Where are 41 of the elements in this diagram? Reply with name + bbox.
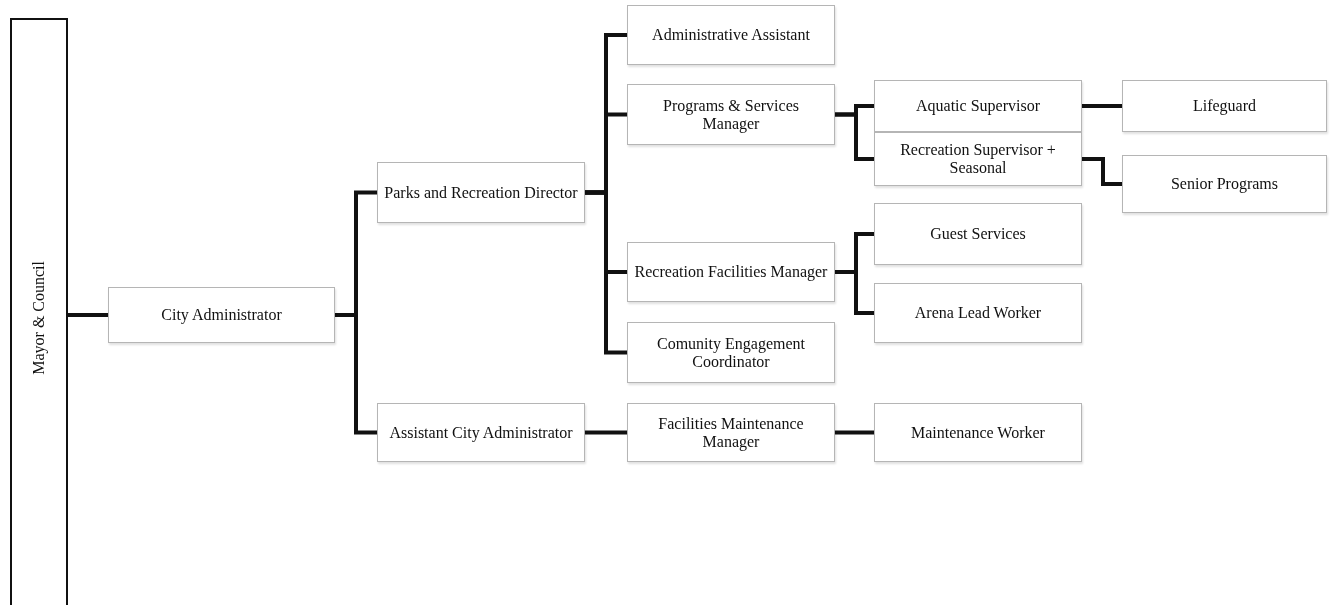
position-box	[1122, 155, 1327, 213]
connector-line	[835, 270, 874, 315]
connector-line	[1082, 157, 1122, 186]
position-box	[627, 5, 835, 65]
position-title: Recreation Facilities Manager	[634, 263, 828, 281]
position-title: Mayor & Council	[30, 261, 48, 375]
position-box	[627, 84, 835, 145]
position-box	[874, 80, 1082, 132]
position-title: Assistant City Administrator	[389, 423, 573, 442]
position-title: Aquatic Supervisor	[916, 97, 1040, 115]
position-title: Recreation Supervisor + Seasonal	[899, 141, 1057, 177]
position-title: Facilities Maintenance Manager	[657, 414, 805, 451]
position-title: Comunity Engagement Coordinator	[656, 334, 806, 371]
connector-line	[335, 313, 377, 435]
connector-line	[1082, 104, 1122, 108]
connector-line	[835, 112, 874, 161]
position-box	[874, 403, 1082, 462]
position-box	[1122, 80, 1327, 132]
position-title: Senior Programs	[1170, 175, 1279, 193]
connector-line	[68, 313, 108, 317]
position-title: Arena Lead Worker	[914, 304, 1042, 322]
position-title: Guest Services	[930, 225, 1026, 243]
position-title: Administrative Assistant	[652, 26, 810, 44]
position-title: Programs & Services Manager	[662, 96, 800, 133]
position-box	[874, 132, 1082, 186]
connector-line	[585, 190, 627, 355]
position-box	[627, 322, 835, 383]
position-box	[874, 283, 1082, 343]
position-box	[377, 403, 585, 462]
position-box	[377, 162, 585, 223]
connector-line	[585, 430, 627, 435]
council-box	[10, 18, 68, 605]
position-title: Maintenance Worker	[911, 423, 1045, 442]
position-box	[874, 203, 1082, 265]
position-box	[108, 287, 335, 343]
position-box	[627, 403, 835, 462]
position-title: Lifeguard	[1192, 97, 1257, 115]
position-box	[627, 242, 835, 302]
position-title: City Administrator	[161, 306, 282, 324]
position-title: Parks and Recreation Director	[384, 183, 578, 202]
connector-line	[835, 430, 874, 435]
